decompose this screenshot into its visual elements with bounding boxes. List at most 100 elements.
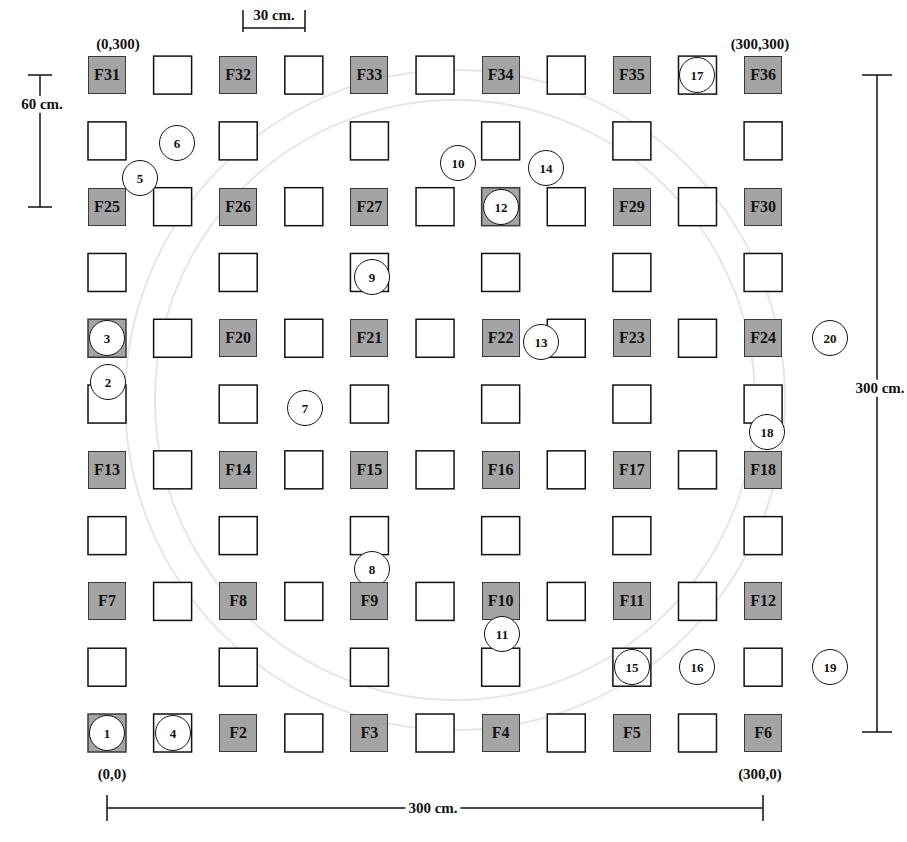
callout-number: 16 [691,661,704,674]
sensor-square: F7 [88,582,126,620]
square-label: F24 [750,330,776,346]
white-square [744,122,782,160]
white-square [416,56,454,94]
square-label: F36 [750,67,776,83]
square-label: F10 [488,593,514,609]
square-label: F6 [754,725,772,741]
sensor-square: F11 [613,582,651,620]
callout-number: 11 [496,628,508,641]
sensor-square: F13 [88,451,126,489]
sensor-square: F20 [219,319,257,357]
square-label: F15 [357,462,383,478]
position-circle: 13 [523,324,559,360]
callout-number: 15 [626,661,639,674]
position-circle: 9 [354,259,390,295]
position-circle: 14 [528,150,564,186]
coordinate-label: (0,0) [95,766,130,783]
white-square [678,319,716,357]
sensor-square: F5 [613,714,651,752]
white-square [482,517,520,555]
white-square [547,56,585,94]
square-label: F8 [229,593,247,609]
sensor-square: F32 [219,56,257,94]
coordinate-label: (300,0) [735,766,785,783]
position-circle: 10 [440,145,476,181]
position-circle: 17 [679,57,715,93]
sensor-square: F30 [744,188,782,226]
position-circle: 19 [812,649,848,685]
sensor-square: F33 [350,56,388,94]
sensor-square: F12 [744,582,782,620]
square-label: F25 [94,199,120,215]
sensor-square: F31 [88,56,126,94]
white-square [416,451,454,489]
dimension-label: 60 cm. [18,96,66,113]
sensor-square: F14 [219,451,257,489]
white-square [678,188,716,226]
position-circle: 3 [89,320,125,356]
watermark [125,70,785,730]
square-label: F35 [619,67,645,83]
white-square [88,253,126,291]
sensor-square: F4 [482,714,520,752]
dimension-label: 30 cm. [250,7,298,24]
white-square [678,582,716,620]
square-label: F20 [225,330,251,346]
square-label: F7 [98,593,116,609]
callout-number: 3 [104,332,111,345]
white-square [285,56,323,94]
white-square [678,714,716,752]
white-square [285,714,323,752]
white-square [416,582,454,620]
position-circle: 16 [679,649,715,685]
white-square [547,714,585,752]
sensor-square: F23 [613,319,651,357]
square-label: F3 [361,725,379,741]
sensor-square: F16 [482,451,520,489]
sensor-square: F10 [482,582,520,620]
square-label: F31 [94,67,120,83]
square-label: F26 [225,199,251,215]
sensor-square: F29 [613,188,651,226]
callout-number: 7 [302,402,309,415]
white-square [350,385,388,423]
callout-number: 12 [495,201,508,214]
position-circle: 4 [155,715,191,751]
square-label: F2 [229,725,247,741]
grey-square [88,714,126,752]
sensor-square: F36 [744,56,782,94]
square-label: F22 [488,330,514,346]
callout-number: 9 [369,271,376,284]
square-label: F14 [225,462,251,478]
position-circle: 5 [122,160,158,196]
white-square [285,188,323,226]
position-circle: 1 [89,715,125,751]
white-square [482,385,520,423]
white-square [350,648,388,686]
white-square [219,122,257,160]
square-label: F12 [750,593,776,609]
position-circle: 12 [483,189,519,225]
square-label: F21 [357,330,383,346]
dimension-lines [28,10,892,821]
sensor-square: F24 [744,319,782,357]
white-square [416,714,454,752]
square-label: F30 [750,199,776,215]
white-square [154,56,192,94]
sensor-square: F25 [88,188,126,226]
white-square [744,253,782,291]
white-square [416,319,454,357]
callout-number: 1 [104,727,111,740]
sensor-square: F2 [219,714,257,752]
white-square [547,188,585,226]
sensor-square: F27 [350,188,388,226]
coordinate-label: (300,300) [728,36,793,53]
sensor-square: F6 [744,714,782,752]
grid-squares [88,56,782,752]
white-square [613,122,651,160]
sensor-square: F26 [219,188,257,226]
callout-number: 18 [761,426,774,439]
square-label: F27 [357,199,383,215]
white-square [88,122,126,160]
callout-number: 6 [174,137,181,150]
